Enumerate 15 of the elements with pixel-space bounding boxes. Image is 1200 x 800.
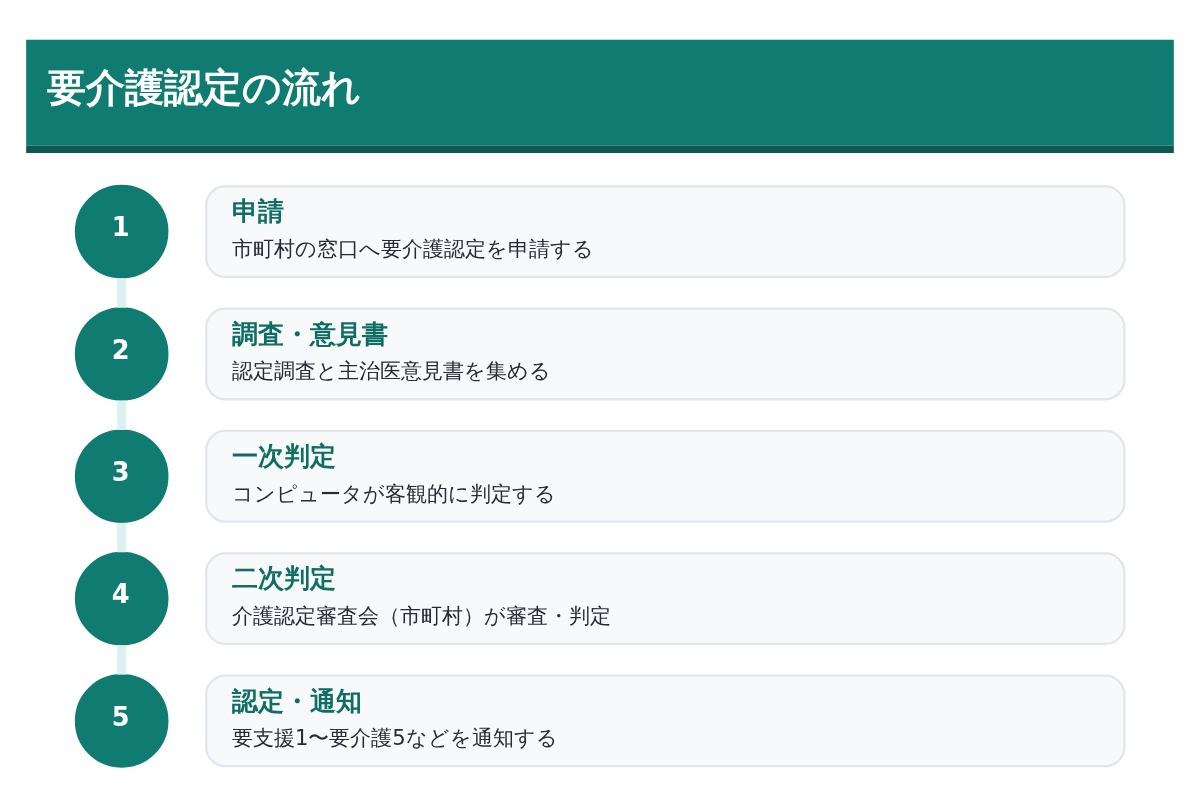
connector: [117, 645, 127, 675]
node-box: 二次判定 介護認定審査会（市町村）が審査・判定: [205, 552, 1126, 645]
node-circle: 1: [74, 184, 169, 279]
node-box: 調査・意見書 認定調査と主治医意見書を集める: [205, 307, 1126, 401]
node-circle: 5: [74, 674, 169, 768]
connector: [117, 400, 127, 430]
node-circle: 4: [74, 551, 169, 646]
connector: [117, 522, 127, 553]
node-box: 申請 市町村の窓口へ要介護認定を申請する: [205, 185, 1126, 279]
connector: [117, 278, 127, 308]
node-circle: 2: [74, 307, 169, 401]
node-box: 認定・通知 要支援1〜要介護5などを通知する: [205, 674, 1126, 768]
diagram-title: 要介護認定の流れ: [47, 64, 362, 110]
node-box: 一次判定 コンピュータが客観的に判定する: [205, 429, 1126, 523]
node-circle: 3: [74, 429, 169, 524]
